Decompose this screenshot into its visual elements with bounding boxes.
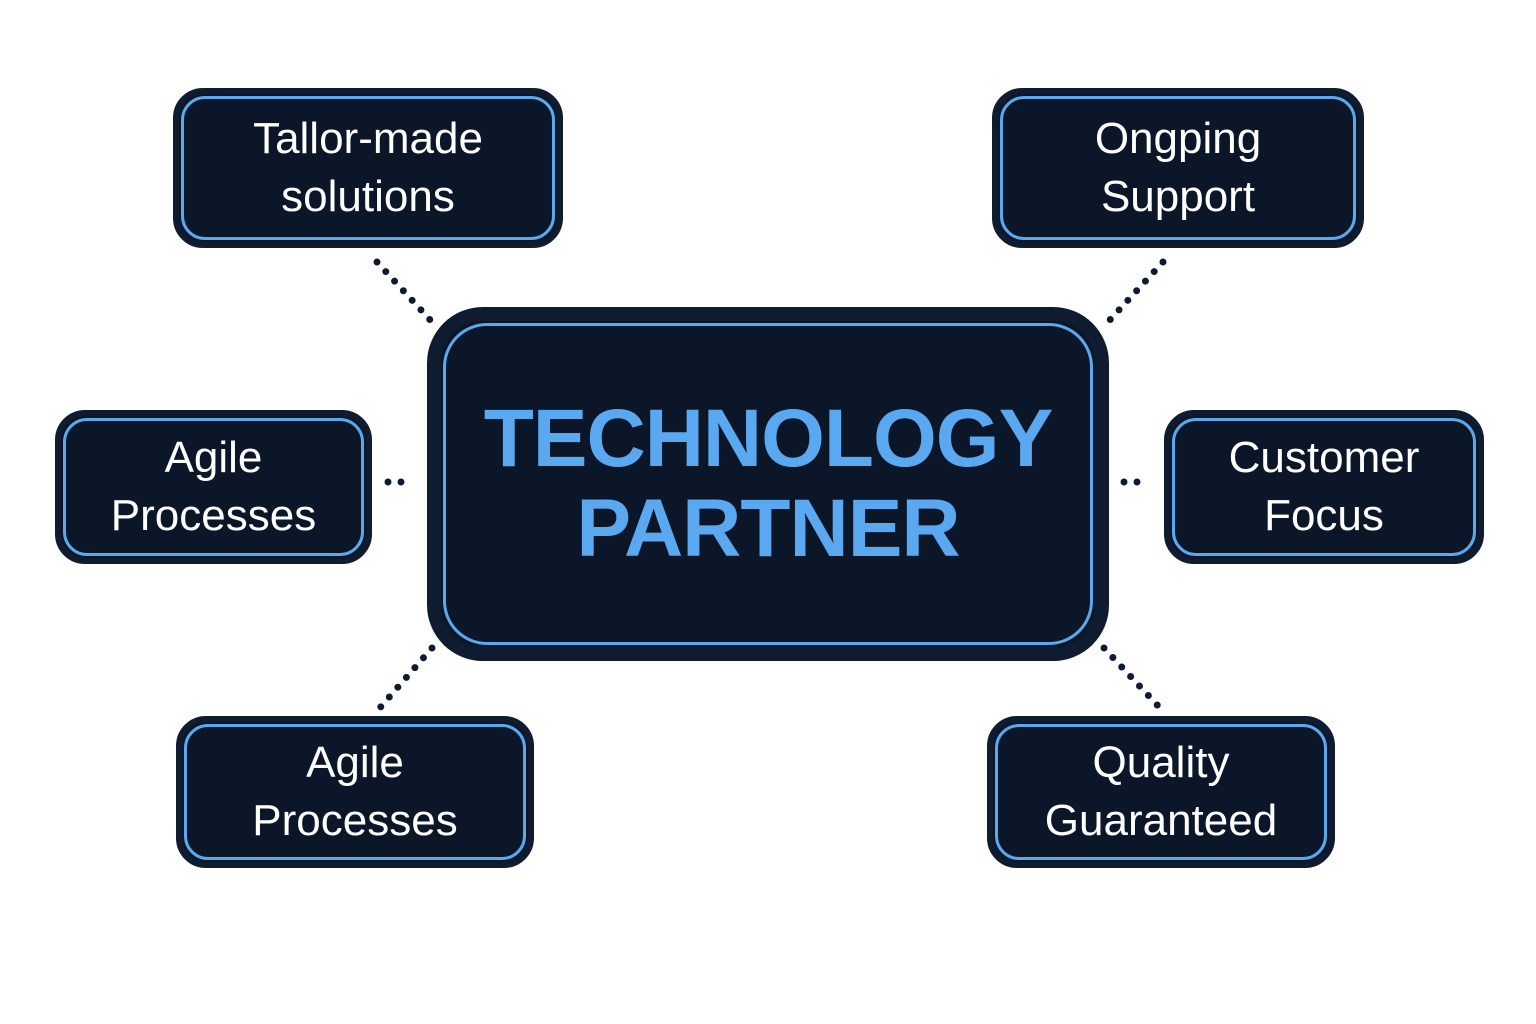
node-label-line-2: Processes xyxy=(110,491,317,540)
node-tailor-made-solutions: Tallor-made solutions xyxy=(173,88,563,248)
node-label-line-1: Ongping xyxy=(1094,114,1262,163)
node-label-line-1: Agile xyxy=(164,433,263,482)
connector-top-right xyxy=(1104,258,1167,326)
node-label-line-2: Guaranteed xyxy=(1044,796,1278,845)
center-line-2: PARTNER xyxy=(576,483,960,574)
node-label-line-2: Focus xyxy=(1264,491,1384,540)
connector-bottom-right xyxy=(1100,644,1164,712)
center-node: TECHNOLOGY PARTNER xyxy=(427,307,1109,661)
node-label-line-1: Tallor-made xyxy=(253,114,483,163)
node-label-line-1: Quality xyxy=(1092,738,1230,787)
node-label-line-1: Agile xyxy=(306,738,404,787)
node-label-line-1: Customer xyxy=(1228,433,1420,482)
center-label: TECHNOLOGY PARTNER xyxy=(483,393,1054,574)
node-label-line-2: Processes xyxy=(252,796,458,845)
connector-top-left xyxy=(373,258,436,326)
node-label-line-2: solutions xyxy=(281,172,455,221)
node-label-line-2: Support xyxy=(1100,172,1256,221)
connector-bottom-left xyxy=(374,644,436,714)
center-line-1: TECHNOLOGY xyxy=(483,393,1054,484)
